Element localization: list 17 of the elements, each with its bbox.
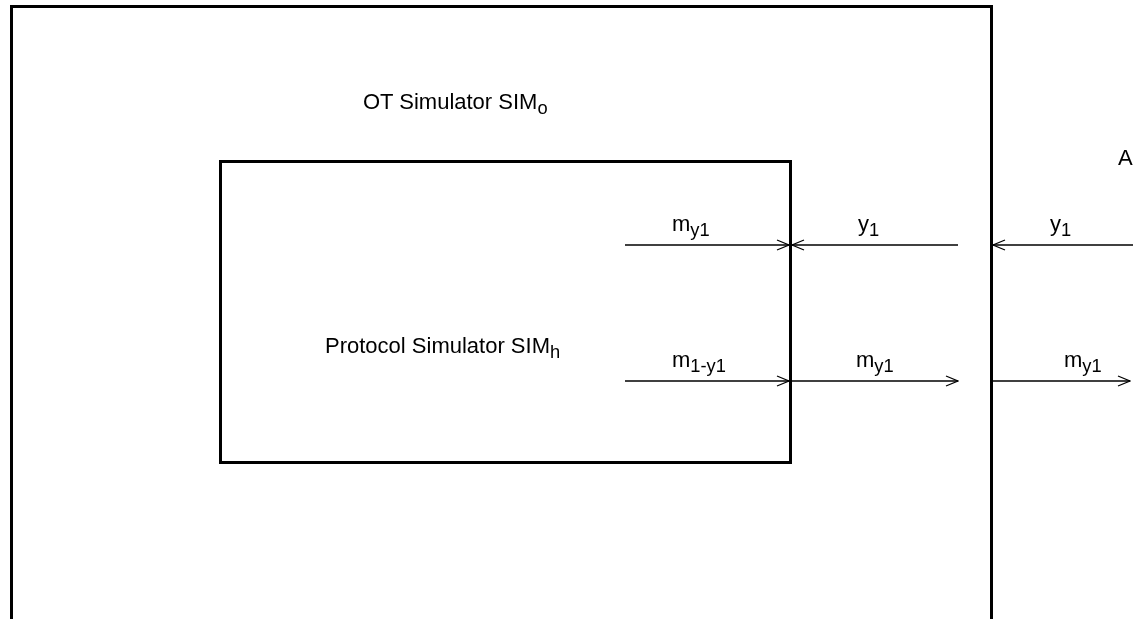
arrow <box>992 239 1134 251</box>
edge-label: m$_{y1}$ <box>856 347 894 378</box>
arrow <box>992 375 1131 387</box>
outer-simulator-box <box>10 5 993 619</box>
inner-simulator-box <box>219 160 792 464</box>
simulator-title: Protocol Simulator SIM$_{h}$ <box>325 333 561 364</box>
arrow <box>791 239 959 251</box>
arrow <box>624 375 790 387</box>
arrow <box>791 375 959 387</box>
simulator-title: OT Simulator SIM$_{o}$ <box>363 89 548 120</box>
edge-label: m$_{1-y1}$ <box>672 347 726 378</box>
edge-label: y$_{1}$ <box>1050 211 1072 242</box>
edge-label: y$_{1}$ <box>858 211 880 242</box>
party-label: A <box>1118 145 1133 171</box>
arrow <box>624 239 790 251</box>
edge-label: m$_{y1}$ <box>672 211 710 242</box>
edge-label: m$_{y1}$ <box>1064 347 1102 378</box>
